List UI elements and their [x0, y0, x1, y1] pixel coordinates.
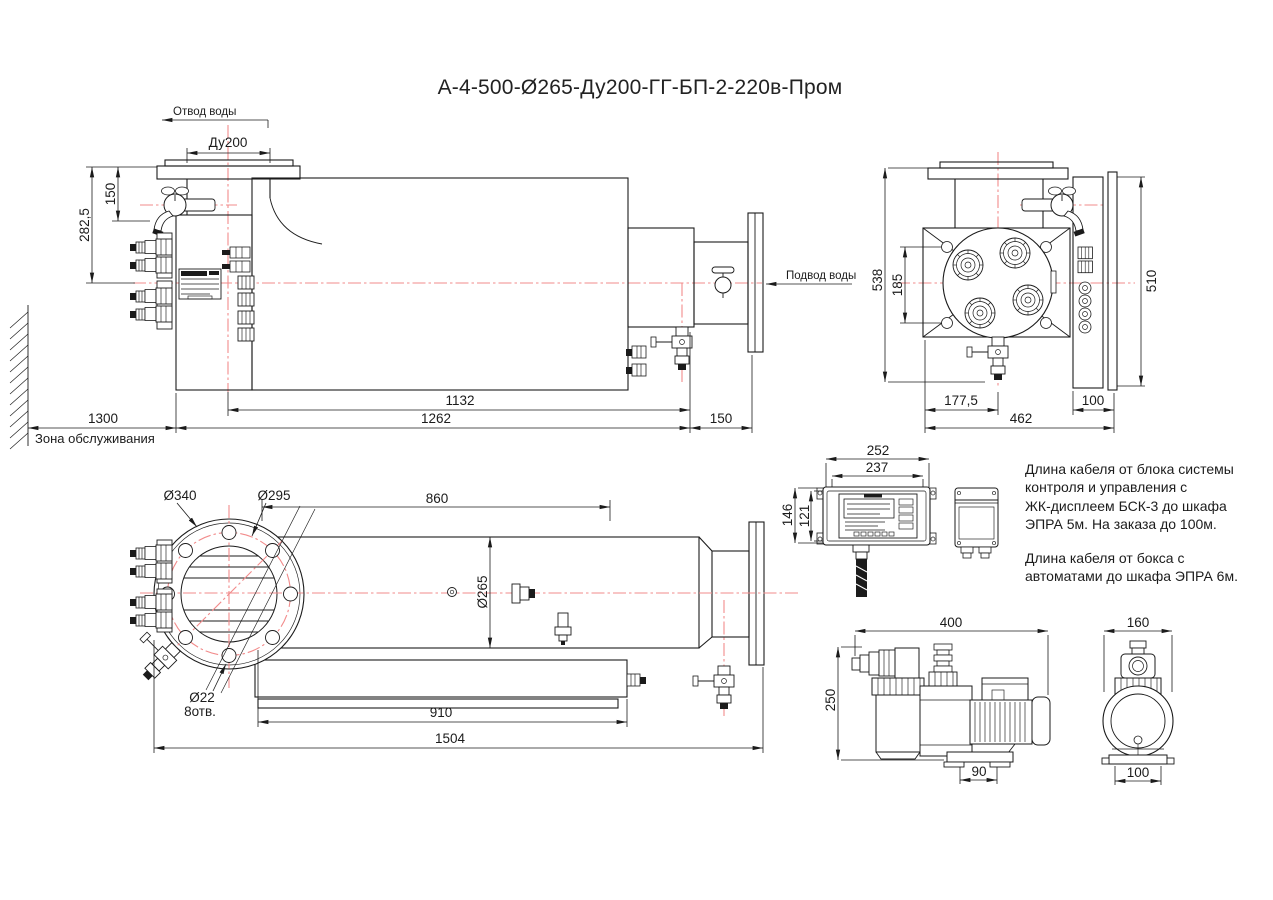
dim-100-base: 100 [1127, 765, 1150, 780]
dia-340-label: Ø340 [163, 488, 196, 503]
control-box-display [838, 493, 918, 539]
control-box-dimensions: 252 237 146 121 [780, 443, 930, 544]
name-plate [178, 268, 222, 300]
dim-510: 510 [1144, 270, 1159, 293]
dim-538: 538 [870, 269, 885, 292]
cable-notes: Длина кабеля от блока системы контроля и… [1025, 460, 1265, 600]
end-plate [942, 227, 1057, 339]
control-box-cable [852, 544, 870, 597]
service-zone-label: Зона обслуживания [35, 431, 155, 446]
automation-box-view [954, 487, 999, 559]
lamp-connector [952, 249, 984, 281]
holes-count-label: 8отв. [184, 704, 216, 719]
pump-side-body [851, 643, 1051, 768]
front-dimensions: Отвод воды Ду200 150 282,5 1132 [28, 106, 856, 446]
dia-295-label: Ø295 [257, 488, 290, 503]
dim-177-5: 177,5 [944, 393, 978, 408]
plan-drain-valve [692, 665, 735, 710]
cable-note-2: Длина кабеля от бокса с автоматами до шк… [1025, 549, 1238, 585]
end-drain-valve [966, 336, 1009, 381]
dim-100: 100 [1082, 393, 1105, 408]
dim-185: 185 [890, 274, 905, 297]
lamp-connector [964, 297, 996, 329]
dim-1300: 1300 [88, 411, 118, 426]
plan-lamp-connectors [129, 539, 173, 633]
end-cap-connectors [626, 345, 647, 377]
dim-282-5: 282,5 [77, 208, 92, 242]
inlet-air-valve [711, 266, 735, 298]
pump-side-dimensions: 400 250 90 [823, 615, 1049, 784]
dim-860: 860 [426, 491, 449, 506]
dim-90: 90 [971, 764, 986, 779]
dim-1262: 1262 [421, 411, 451, 426]
lamp-connector [1012, 284, 1044, 316]
wall-hatching [9, 305, 29, 450]
outlet-flow-label: Отвод воды [173, 106, 236, 118]
uv-chamber-body [156, 159, 764, 391]
dim-150-top: 150 [103, 183, 118, 206]
lamp-connectors-left [129, 232, 173, 330]
pump-end-dimensions: 160 100 [1103, 615, 1173, 785]
dim-160: 160 [1127, 615, 1150, 630]
plan-dimensions: 860 Ø265 Ø340 Ø295 Ø22 8отв. 910 [153, 488, 764, 753]
end-dimensions: 538 185 510 177,5 100 462 [870, 167, 1159, 433]
lamp-connector [999, 237, 1031, 269]
control-box-view: 252 237 146 121 [780, 443, 937, 597]
dim-237: 237 [866, 460, 889, 475]
front-centerlines [133, 125, 762, 392]
dim-150-right: 150 [710, 411, 733, 426]
housing-connector [626, 673, 646, 687]
dim-910: 910 [430, 705, 453, 720]
cable-note-1: Длина кабеля от блока системы контроля и… [1025, 461, 1234, 533]
front-view: Отвод воды Ду200 150 282,5 1132 [9, 106, 856, 450]
pump-end-view: 160 100 [1101, 615, 1175, 785]
dim-146: 146 [780, 504, 795, 527]
inlet-flow-label: Подвод воды [786, 270, 856, 282]
dia-22-label: Ø22 [189, 690, 215, 705]
dim-400: 400 [940, 615, 963, 630]
dim-462: 462 [1010, 411, 1033, 426]
dim-1504: 1504 [435, 731, 466, 746]
dim-dn200: Ду200 [209, 135, 248, 150]
end-view: 538 185 510 177,5 100 462 [870, 152, 1159, 433]
dim-1132: 1132 [445, 393, 474, 408]
plan-fittings [447, 583, 572, 645]
drain-valve [650, 326, 693, 371]
bracket-holes [941, 241, 1052, 329]
dim-252: 252 [867, 443, 890, 458]
plan-body [254, 521, 765, 709]
dim-121: 121 [797, 505, 812, 528]
pump-side-view: 400 250 90 [823, 615, 1051, 784]
end-sampling-valve [1021, 186, 1086, 238]
plan-view: 860 Ø265 Ø340 Ø295 Ø22 8отв. 910 [123, 488, 800, 753]
cable-glands [222, 246, 255, 342]
dim-250: 250 [823, 689, 838, 712]
end-connector-column [1077, 246, 1093, 334]
sampling-valve [151, 186, 216, 238]
drawing-title: А-4-500-Ø265-Ду200-ГГ-БП-2-220в-Пром [437, 76, 843, 99]
dim-dia-265: Ø265 [475, 575, 490, 608]
pump-end-body [1101, 640, 1175, 765]
